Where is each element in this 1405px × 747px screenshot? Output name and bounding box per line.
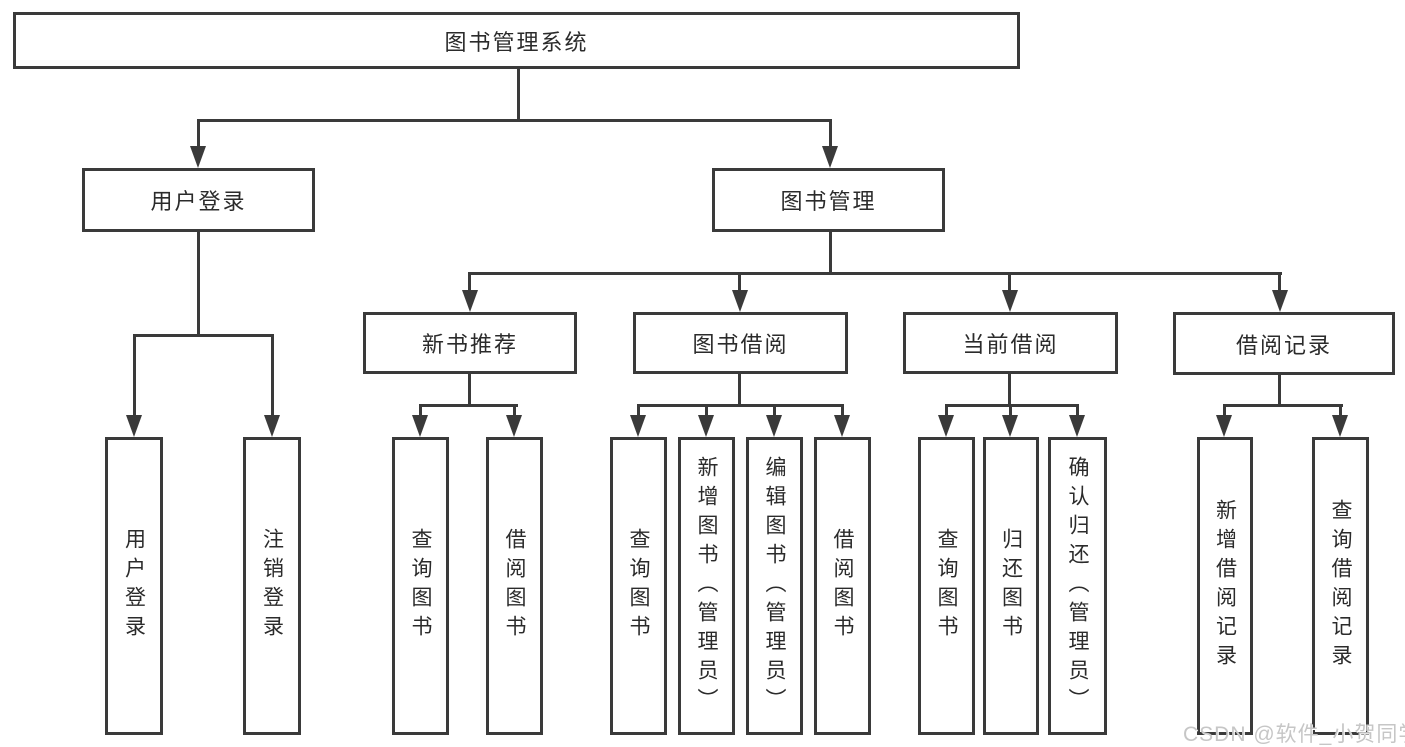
connector-records-rail — [1223, 404, 1343, 407]
connector-leaf-stem — [419, 404, 422, 417]
node-book-borrowing: 图书借阅 — [633, 312, 848, 374]
leaf-borrow-books-label: 借阅图书 — [831, 528, 854, 644]
arrow-down-icon — [1332, 415, 1348, 437]
connector-leaf-stem — [705, 404, 708, 417]
node-new-book-recommend: 新书推荐 — [363, 312, 577, 374]
arrow-down-icon — [506, 415, 522, 437]
leaf-return-books-label: 归还图书 — [999, 528, 1023, 644]
node-current-borrowing: 当前借阅 — [903, 312, 1118, 374]
connector-leaf-stem — [1339, 404, 1342, 417]
node-root-label: 图书管理系统 — [444, 29, 589, 55]
connector-leaf-stem — [1076, 404, 1079, 417]
leaf-add-books-admin-label: 新增图书（管理员） — [695, 455, 718, 717]
leaf-query-books-current: 查询图书 — [918, 437, 975, 735]
arrow-down-icon — [126, 415, 142, 437]
node-user-login-label: 用户登录 — [150, 189, 247, 214]
connector-current-rail — [945, 404, 1079, 407]
arrow-down-icon — [1002, 290, 1018, 312]
leaf-add-books-admin: 新增图书（管理员） — [678, 437, 735, 735]
node-new-book-recommend-label: 新书推荐 — [421, 332, 518, 357]
leaf-logout-label: 注销登录 — [260, 528, 284, 644]
leaf-borrow-books-newbook: 借阅图书 — [486, 437, 543, 735]
connector-leaf-stem — [841, 404, 844, 417]
node-root-library-system: 图书管理系统 — [13, 12, 1020, 69]
arrow-down-icon — [938, 415, 954, 437]
connector-leaf-stem — [513, 404, 516, 417]
leaf-query-books-label: 查询图书 — [409, 528, 432, 644]
connector-leaf-stem — [945, 404, 948, 417]
arrow-down-icon — [190, 146, 206, 168]
leaf-user-login-label: 用户登录 — [122, 528, 146, 644]
node-user-login: 用户登录 — [82, 168, 315, 232]
connector-mgmt-down — [829, 232, 832, 275]
connector-newbook-down — [468, 374, 471, 406]
arrow-down-icon — [462, 290, 478, 312]
arrow-down-icon — [1002, 415, 1018, 437]
leaf-add-borrow-record-label: 新增借阅记录 — [1213, 499, 1237, 673]
arrow-down-icon — [1216, 415, 1232, 437]
connector-leaf-stem — [1009, 404, 1012, 417]
connector-newbook-stem — [468, 272, 471, 292]
connector-records-stem — [1278, 272, 1281, 292]
connector-login-rail — [133, 334, 274, 337]
node-current-borrowing-label: 当前借阅 — [962, 332, 1059, 357]
node-borrowing-records: 借阅记录 — [1173, 312, 1395, 375]
leaf-logout: 注销登录 — [243, 437, 301, 735]
connector-level2-rail — [197, 119, 832, 122]
leaf-confirm-return-admin-label: 确认归还（管理员） — [1066, 455, 1089, 717]
leaf-confirm-return-admin: 确认归还（管理员） — [1048, 437, 1107, 735]
leaf-borrow-books-label: 借阅图书 — [503, 528, 526, 644]
arrow-down-icon — [264, 415, 280, 437]
leaf-return-books: 归还图书 — [983, 437, 1039, 735]
connector-borrow-down — [738, 374, 741, 406]
arrow-down-icon — [698, 415, 714, 437]
connector-root-stub — [517, 69, 520, 121]
leaf-query-books-newbook: 查询图书 — [392, 437, 449, 735]
arrow-down-icon — [1069, 415, 1085, 437]
arrow-down-icon — [822, 146, 838, 168]
node-book-management: 图书管理 — [712, 168, 945, 232]
connector-login-leaf1-stem — [133, 334, 136, 417]
leaf-add-borrow-record: 新增借阅记录 — [1197, 437, 1253, 735]
connector-newbook-rail — [419, 404, 518, 407]
leaf-query-borrow-record-label: 查询借阅记录 — [1329, 499, 1352, 673]
node-borrowing-records-label: 借阅记录 — [1235, 332, 1332, 358]
connector-records-down — [1278, 375, 1281, 406]
connector-leaf-stem — [1223, 404, 1226, 417]
connector-login-down — [197, 232, 200, 336]
connector-login-leaf2-stem — [271, 334, 274, 417]
connector-current-down — [1008, 374, 1011, 406]
arrow-down-icon — [630, 415, 646, 437]
arrow-down-icon — [834, 415, 850, 437]
arrow-down-icon — [766, 415, 782, 437]
leaf-query-books-label: 查询图书 — [935, 528, 958, 644]
arrow-down-icon — [1272, 290, 1288, 312]
connector-leaf-stem — [773, 404, 776, 417]
connector-level3-rail — [468, 272, 1282, 275]
arrow-down-icon — [412, 415, 428, 437]
node-book-borrowing-label: 图书借阅 — [692, 332, 789, 357]
leaf-user-login: 用户登录 — [105, 437, 163, 735]
connector-current-stem — [1008, 272, 1011, 292]
connector-login-stem — [197, 119, 200, 147]
node-book-management-label: 图书管理 — [780, 189, 877, 214]
leaf-edit-books-admin-label: 编辑图书（管理员） — [763, 455, 786, 717]
connector-leaf-stem — [637, 404, 640, 417]
csdn-watermark: CSDN @软件_小贺同学 — [1183, 723, 1405, 746]
connector-borrow-rail — [637, 404, 844, 407]
leaf-query-borrow-record: 查询借阅记录 — [1312, 437, 1369, 735]
connector-borrow-stem — [738, 272, 741, 292]
leaf-edit-books-admin: 编辑图书（管理员） — [746, 437, 803, 735]
leaf-query-books-label: 查询图书 — [627, 528, 650, 644]
leaf-borrow-books-borrow: 借阅图书 — [814, 437, 871, 735]
arrow-down-icon — [732, 290, 748, 312]
leaf-query-books-borrow: 查询图书 — [610, 437, 667, 735]
connector-mgmt-stem — [829, 119, 832, 147]
